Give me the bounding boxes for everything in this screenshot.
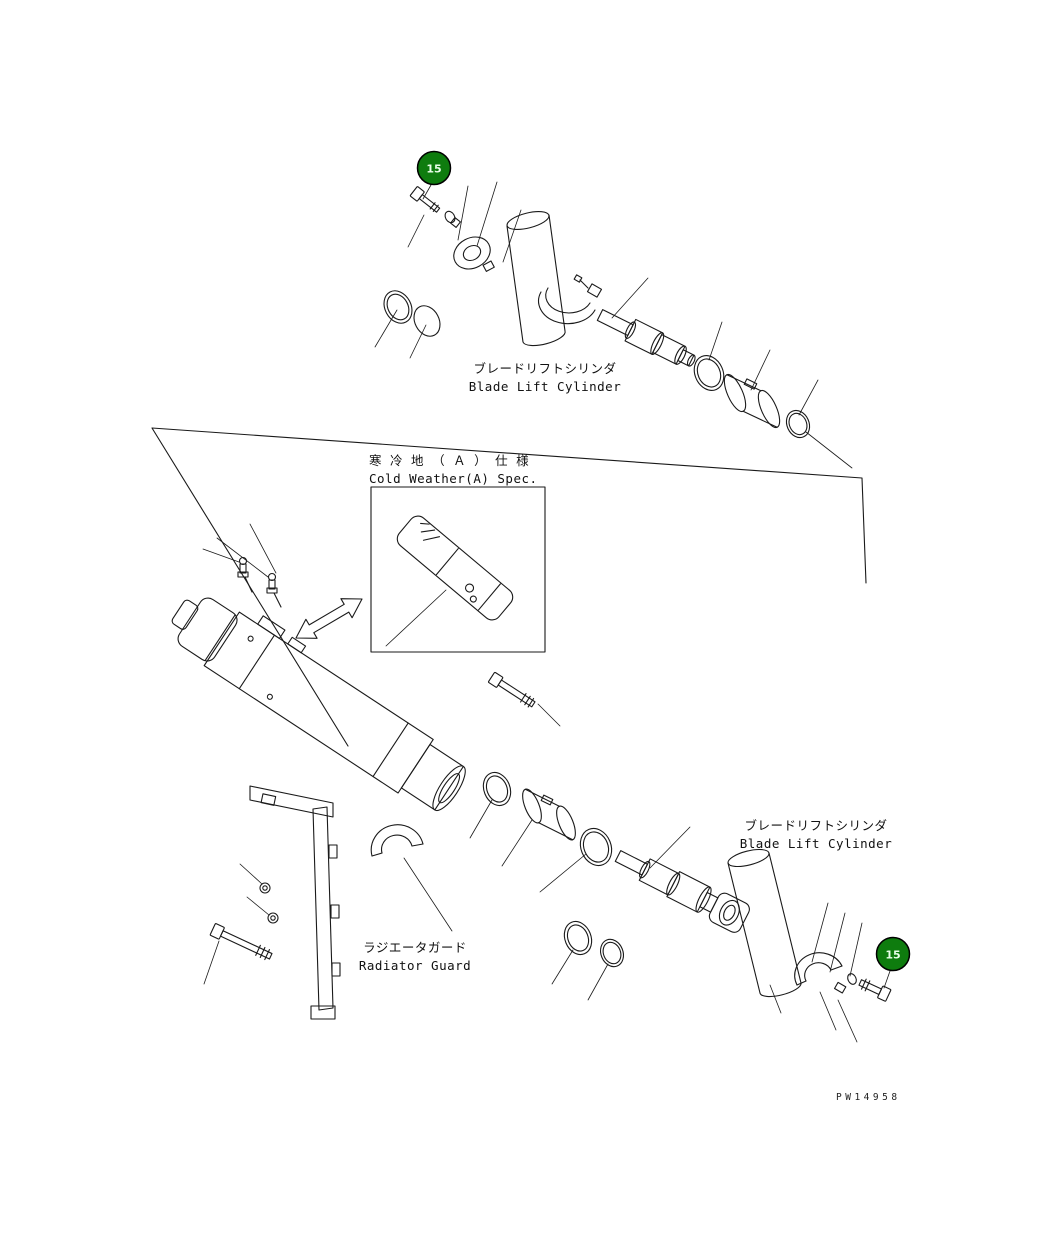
radiator-guard-label-ja: ラジエータガード [363,940,467,955]
bushing-ring-upper-2 [413,305,441,337]
callout-number-lower: 15 [885,949,900,962]
piston-rod-lower [614,850,750,933]
sleeve-ring-lower [579,827,613,867]
upper-cylinder-label-ja: ブレードリフトシリンダ [473,361,617,376]
seal-ring-lower-1 [563,920,593,956]
cylinder-tube-lower [727,848,802,998]
seal-ring-lower-2 [599,938,625,968]
callout-badge-lower[interactable]: 15 [875,936,911,972]
clamp-half-lower [794,952,847,994]
cylinder-bolt [488,671,536,708]
cold-weather-label-en: Cold Weather(A) Spec. [369,471,538,487]
cylinder-tube-upper [506,211,566,347]
cold-weather-label-ja: 寒 冷 地 （ Ａ ） 仕 様 [369,453,530,468]
guard-washer-2 [267,912,279,924]
bushing-ring-upper-1 [383,290,413,324]
leader-lines-fittings [202,523,277,578]
nut-upper [450,217,461,228]
callout-number-upper: 15 [426,163,441,176]
clamp-half-upper [453,236,495,272]
upper-cylinder-label-en: Blade Lift Cylinder [468,379,622,395]
upper-cylinder-label: ブレードリフトシリンダ Blade Lift Cylinder [430,360,660,396]
cold-weather-label: 寒 冷 地 （ Ａ ） 仕 様 Cold Weather(A) Spec. [369,452,538,488]
grease-fitting-2 [266,572,282,608]
cylinder-bolt-leader [537,703,561,727]
lower-cylinder-label-ja: ブレードリフトシリンダ [744,818,888,833]
bushing-cylinder-upper [723,373,781,429]
variant-arrow [295,598,363,639]
callout-circle-lower[interactable] [875,936,911,972]
badge-leader-upper [422,184,432,200]
lower-cylinder-label: ブレードリフトシリンダ Blade Lift Cylinder [716,817,916,853]
guard-washer-1 [259,882,271,894]
cold-weather-variant [295,486,546,653]
radiator-guard [203,785,341,1020]
upper-blade-lift-cylinder-assembly [374,181,853,469]
washer-lower [847,973,857,985]
mount-clamp-leader [403,857,453,932]
guard-bolt [209,923,273,961]
cold-weather-cylinder [396,515,514,621]
lower-cylinder-label-en: Blade Lift Cylinder [739,836,893,852]
leader-lines-guard [203,863,270,985]
leader-lines-lower [469,799,863,1043]
lower-blade-lift-cylinder-assembly [469,771,892,1043]
washer-upper [444,210,456,224]
cold-weather-box [370,486,546,653]
leader-lines-upper [374,181,853,469]
radiator-guard-label-en: Radiator Guard [358,958,472,974]
drawing-number: PW14958 [836,1092,901,1103]
cold-weather-leader [385,589,447,647]
mounting-bolt-upper [409,186,441,213]
collar-ring-upper [785,409,811,439]
piston-rod-upper [596,309,696,367]
callout-circle-upper[interactable] [416,150,452,186]
mounting-bolt-lower [858,978,892,1002]
sleeve-ring-upper [693,355,725,391]
collar-ring-lower [482,771,512,807]
main-cylinder [171,523,561,932]
callout-badge-upper[interactable]: 15 [416,150,452,186]
radiator-guard-label: ラジエータガード Radiator Guard [330,939,500,975]
trunnion-clamp-upper [538,274,603,325]
badge-leader-lower [883,970,891,989]
bushing-cylinder-lower [522,788,576,841]
cylinder-mount-clamp [370,824,424,857]
